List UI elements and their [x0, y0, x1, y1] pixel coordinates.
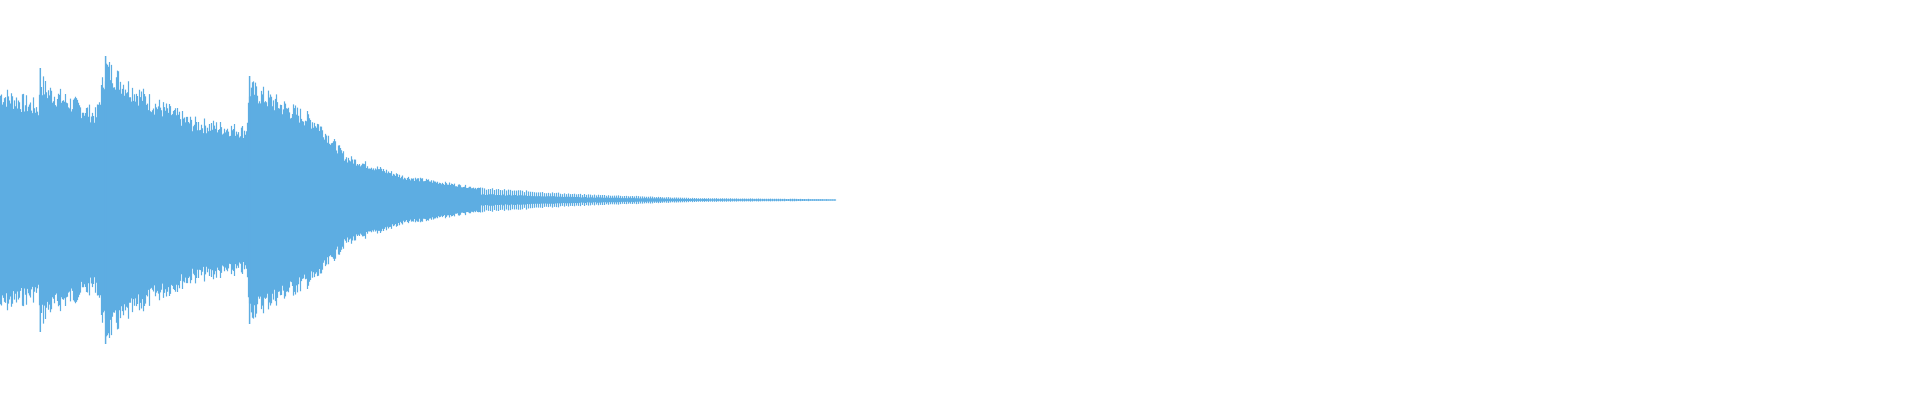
- waveform-body: [0, 62, 837, 338]
